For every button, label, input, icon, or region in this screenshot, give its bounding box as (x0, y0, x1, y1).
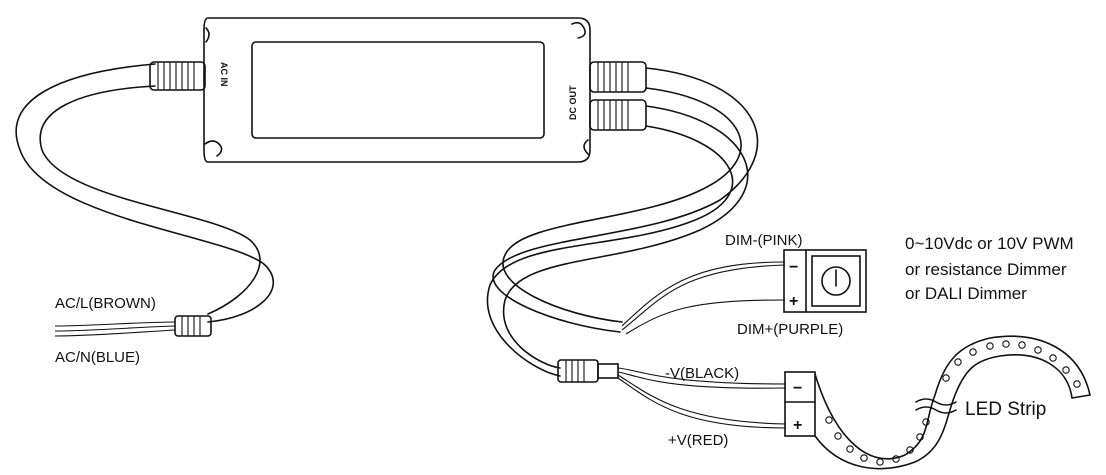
strip-plus-symbol: + (793, 417, 802, 434)
led-strip-label: LED Strip (965, 399, 1046, 420)
dimmer-note-line3: or DALI Dimmer (905, 284, 1027, 303)
v-minus-label: -V(BLACK) (665, 365, 739, 382)
dim-minus-label: DIM-(PINK) (725, 232, 803, 249)
dimmer-module (783, 249, 867, 313)
ac-wire-ends (54, 315, 212, 337)
ac-input-cable (15, 63, 275, 323)
dc-out-port-label: DC OUT (568, 85, 578, 120)
ac-live-label: AC/L(BROWN) (55, 295, 156, 312)
led-strip (814, 335, 1091, 470)
strip-minus-symbol: − (793, 380, 802, 397)
power-output-cable (486, 105, 749, 377)
ac-neutral-label: AC/N(BLUE) (55, 349, 140, 366)
led-driver (203, 17, 591, 163)
dimmer-minus-symbol: − (789, 259, 798, 276)
strip-terminal-block (784, 371, 816, 437)
output-wires (617, 367, 787, 429)
v-plus-label: +V(RED) (668, 432, 728, 449)
dc-output-plugs (589, 61, 647, 131)
ac-in-port-label: AC IN (219, 62, 229, 87)
dimming-cable (492, 67, 759, 333)
dimmer-plus-symbol: + (789, 293, 798, 310)
dim-wires (621, 261, 786, 335)
output-inline-connector (557, 359, 619, 383)
dimmer-note-line2: or resistance Dimmer (905, 260, 1067, 279)
dimmer-note-line1: 0~10Vdc or 10V PWM (905, 234, 1074, 253)
dim-plus-label: DIM+(PURPLE) (737, 321, 843, 338)
ac-input-plug (149, 61, 206, 91)
